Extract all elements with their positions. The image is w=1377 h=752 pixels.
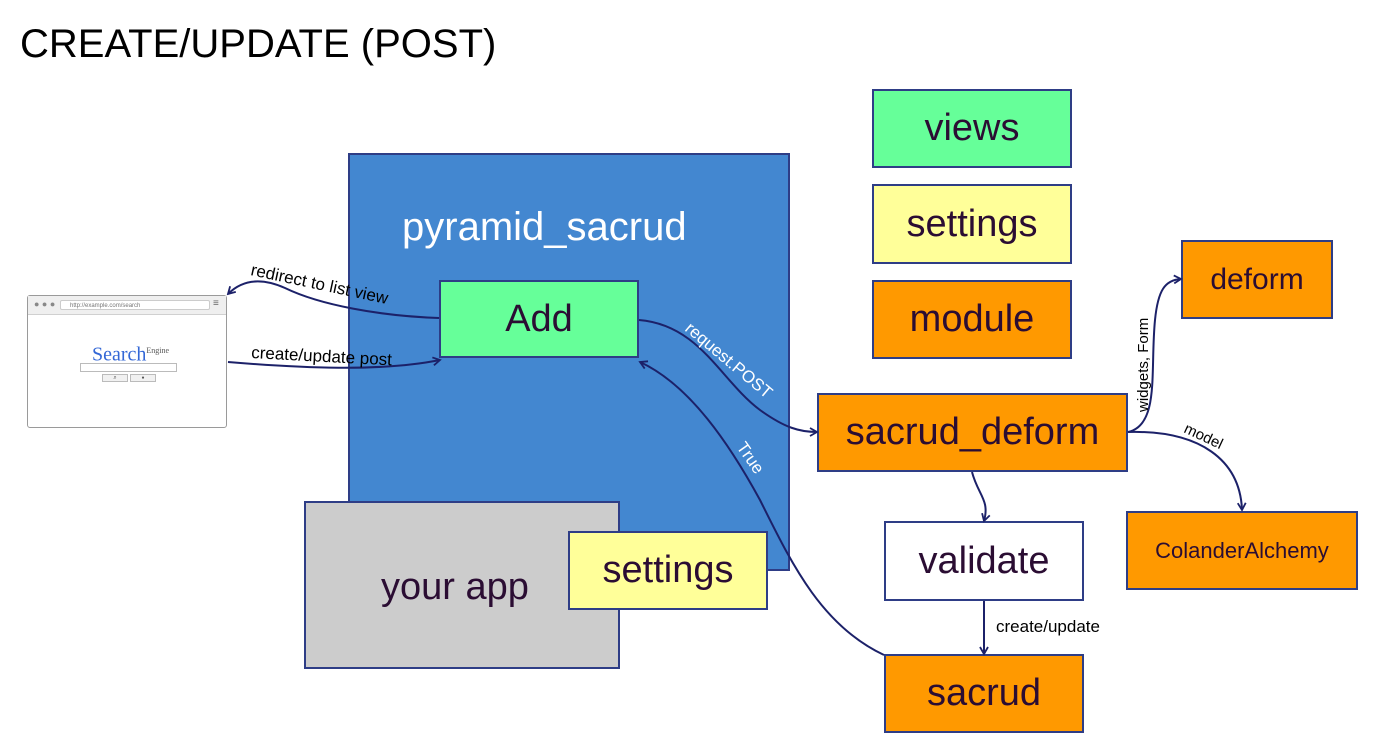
label-request-post: request.POST — [681, 319, 776, 403]
legend-module: module — [872, 280, 1072, 359]
edge-request-post — [638, 319, 819, 437]
edge-create-update-post — [227, 356, 442, 369]
search-button[interactable]: ⌕ — [102, 374, 128, 382]
sacrud-deform-box: sacrud_deform — [817, 393, 1128, 472]
sacrud-box: sacrud — [884, 654, 1084, 733]
legend-views: views — [872, 89, 1072, 168]
label-widgets-form: widgets, Form — [1135, 318, 1152, 413]
edge-widgets-form — [1127, 274, 1183, 433]
search-input[interactable] — [80, 363, 177, 372]
label-true: True — [733, 438, 768, 477]
label-create-update: create/update — [996, 617, 1100, 636]
edge-to-validate — [971, 471, 991, 523]
browser-address-bar[interactable]: http://example.com/search — [60, 300, 210, 310]
browser-toolbar: ● ● ● http://example.com/search ≡ — [28, 296, 226, 315]
add-box: Add — [439, 280, 639, 358]
edge-true — [638, 360, 885, 656]
browser-window: ● ● ● http://example.com/search ≡ Search… — [27, 295, 227, 428]
edge-model — [1127, 430, 1247, 512]
search-logo-text: Search — [92, 343, 147, 366]
your-app-label: your app — [381, 566, 529, 608]
validate-box: validate — [884, 521, 1084, 601]
legend-settings: settings — [872, 184, 1072, 264]
slide-title: CREATE/UPDATE (POST) — [20, 22, 497, 66]
search-logo-sup: Engine — [146, 346, 170, 355]
label-model: model — [1181, 420, 1225, 453]
colanderalchemy-box: ColanderAlchemy — [1126, 511, 1358, 590]
lucky-button[interactable]: ● — [130, 374, 156, 382]
search-logo: SearchEngine — [92, 340, 169, 366]
hamburger-menu-icon[interactable]: ≡ — [213, 298, 219, 309]
deform-box: deform — [1181, 240, 1333, 319]
edge-redirect — [226, 280, 440, 319]
window-dots-icon: ● ● ● — [34, 299, 56, 309]
pyramid-sacrud-label: pyramid_sacrud — [402, 205, 687, 249]
app-settings-box: settings — [568, 531, 768, 610]
